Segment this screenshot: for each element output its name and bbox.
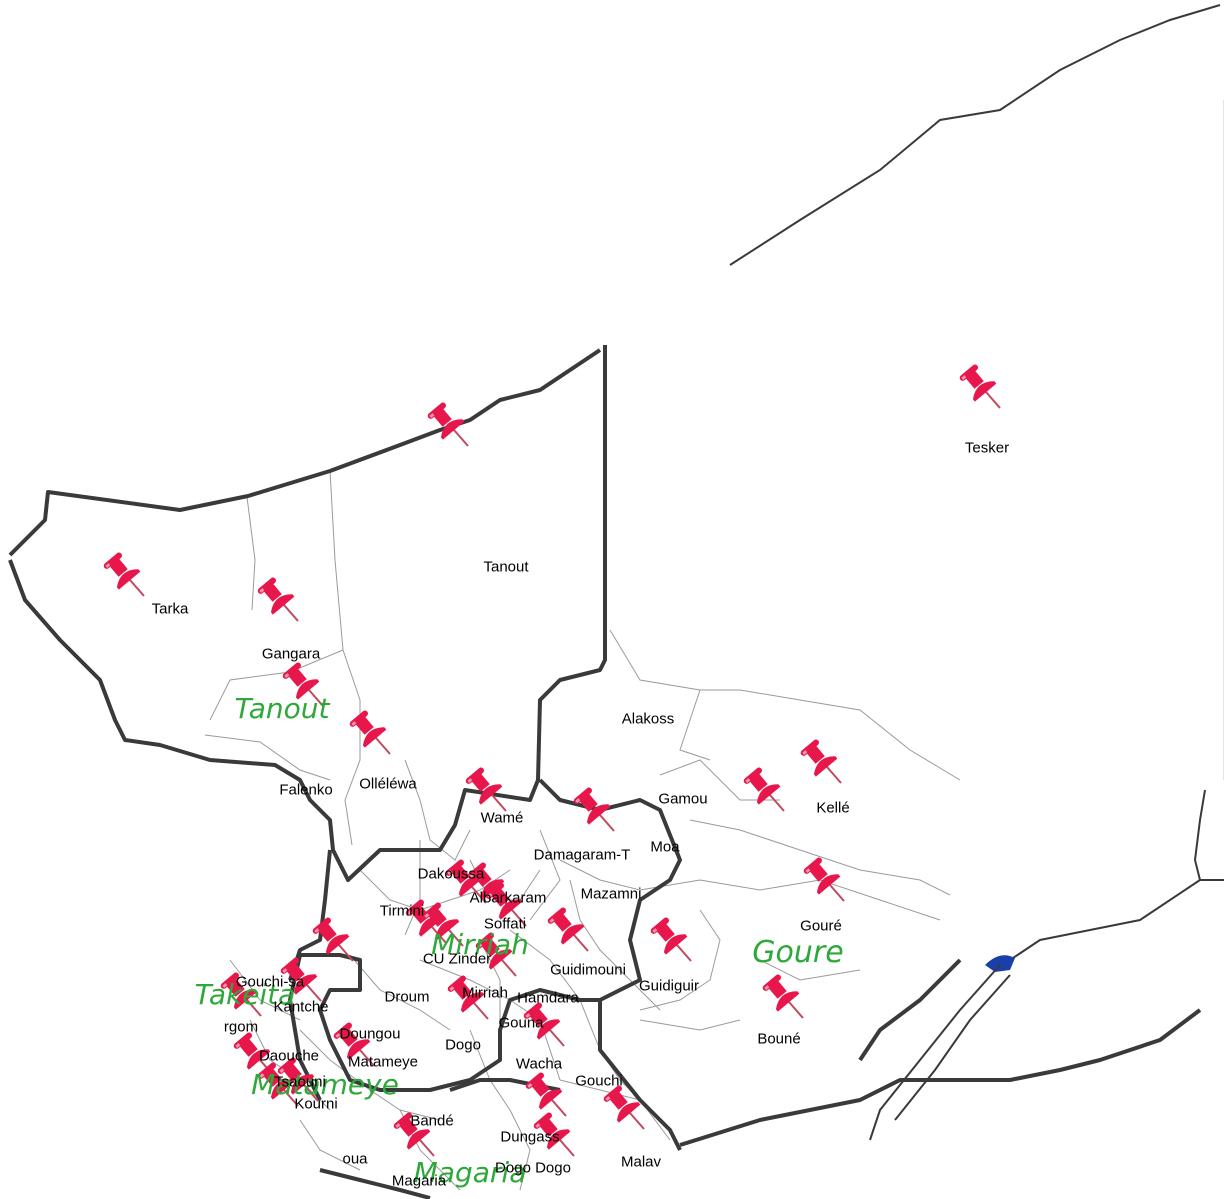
commune-label: Dakoussa	[417, 865, 485, 883]
dept-label-magaria: Magaria	[413, 1156, 527, 1189]
pushpin-icon[interactable]	[217, 970, 265, 1018]
commune-label: Kantche	[273, 998, 329, 1016]
pushpin-icon[interactable]	[274, 1055, 322, 1103]
commune-label: Tarka	[151, 600, 189, 618]
commune-label: Tanout	[483, 558, 529, 576]
commune-label: Magaria	[391, 1172, 447, 1190]
dept-label-mirriah: Mirriah	[431, 928, 529, 961]
dept-label-tanout: Tanout	[234, 692, 330, 725]
dept-label-matameye: Matameye	[251, 1068, 399, 1101]
pushpin-icon[interactable]	[520, 1000, 568, 1048]
commune-label: Alakoss	[621, 710, 675, 728]
commune-label: Tesker	[964, 439, 1010, 457]
pushpin-icon[interactable]	[740, 765, 788, 813]
commune-label: Daouche	[258, 1047, 320, 1065]
commune-label: Gouchi-sa	[235, 973, 305, 991]
commune-label: rgom	[223, 1018, 259, 1036]
pushpin-icon[interactable]	[390, 1110, 438, 1158]
commune-label: Soffati	[483, 915, 527, 933]
pushpin-icon[interactable]	[530, 1110, 578, 1158]
commune-label: Dogo Dogo	[495, 1159, 571, 1177]
pushpin-icon[interactable]	[442, 857, 490, 905]
commune-label: Dogo	[445, 1036, 481, 1054]
pushpin-icon[interactable]	[544, 905, 592, 953]
commune-label: Kourni	[294, 1095, 338, 1113]
commune-label: Albarkaram	[469, 889, 547, 907]
commune-label: Gouchi	[575, 1072, 623, 1090]
pushpin-icon[interactable]	[277, 955, 325, 1003]
commune-label: Matameye	[347, 1053, 419, 1071]
pushpin-icon[interactable]	[570, 785, 618, 833]
pushpin-icon[interactable]	[309, 915, 357, 963]
pushpin-icon[interactable]	[800, 855, 848, 903]
pushpin-icon[interactable]	[797, 737, 845, 785]
commune-label: Gouré	[800, 917, 842, 935]
commune-label: Falenko	[279, 781, 333, 799]
commune-label: Malav	[620, 1153, 662, 1171]
pushpin-icon[interactable]	[419, 900, 467, 948]
commune-label: Guidiguir	[638, 977, 700, 995]
commune-label: Moa	[650, 838, 680, 856]
commune-label: oua	[342, 1150, 368, 1168]
pushpin-icon[interactable]	[759, 972, 807, 1020]
pushpin-icon[interactable]	[522, 1070, 570, 1118]
pushpin-icon[interactable]	[956, 362, 1004, 410]
pushpin-icon[interactable]	[482, 880, 530, 928]
pushpin-icon[interactable]	[444, 973, 492, 1021]
commune-label: Dungass	[500, 1128, 560, 1146]
commune-label: Hamdara	[517, 989, 579, 1007]
pushpin-icon[interactable]	[330, 1020, 378, 1068]
commune-label: Damagaram-T	[533, 846, 631, 864]
commune-label: Wacha	[515, 1055, 563, 1073]
commune-label: Bandé	[410, 1112, 454, 1130]
commune-label: Tsaouni	[274, 1073, 326, 1091]
dept-label-takeita: Takeita	[194, 978, 296, 1011]
commune-label: CU Zinder	[422, 950, 492, 968]
lake-water	[985, 955, 1015, 972]
pushpin-icon[interactable]	[279, 660, 327, 708]
pushpin-icon[interactable]	[647, 915, 695, 963]
commune-label: Tirmini	[379, 902, 425, 920]
commune-label: Gamou	[658, 790, 708, 808]
commune-label: Mirriah	[462, 984, 508, 1002]
pushpin-icon[interactable]	[472, 930, 520, 978]
commune-label: Doungou	[339, 1025, 401, 1043]
lake-corridor	[869, 964, 1011, 1141]
commune-label: Gangara	[261, 645, 321, 663]
pushpin-icon[interactable]	[254, 1060, 302, 1108]
pushpin-icon[interactable]	[424, 400, 472, 448]
northern-border	[729, 4, 1224, 961]
commune-label: Wamé	[480, 809, 524, 827]
commune-label: Gouna	[498, 1014, 544, 1032]
commune-label: Olléléwa	[359, 775, 417, 793]
pushpin-icon[interactable]	[462, 765, 510, 813]
commune-label: Mazamni	[580, 885, 642, 903]
dept-label-goure: Goure	[752, 935, 844, 970]
pushpin-icon[interactable]	[346, 708, 394, 756]
commune-label: Droum	[384, 988, 430, 1006]
pushpin-icon[interactable]	[254, 575, 302, 623]
commune-label: Guidimouni	[550, 961, 626, 979]
commune-label: Bouné	[757, 1030, 801, 1048]
commune-label: Kellé	[816, 799, 850, 817]
pushpin-icon[interactable]	[100, 550, 148, 598]
pushpin-icon[interactable]	[600, 1083, 648, 1131]
